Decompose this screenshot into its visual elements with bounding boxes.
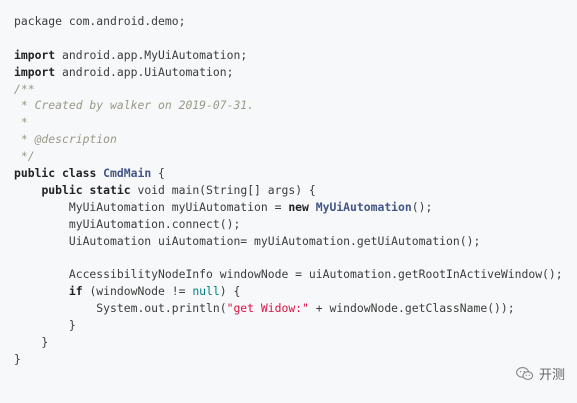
code-token: } (14, 318, 76, 333)
code-line: /** (14, 81, 577, 98)
code-token: if (68, 284, 83, 299)
code-token: android.app.MyUiAutomation; (55, 47, 248, 62)
code-line: package com.android.demo; (14, 13, 577, 30)
code-token: CmdMain (103, 166, 152, 181)
watermark: 开测 (515, 364, 565, 383)
code-line: public static void main(String[] args) { (14, 182, 577, 199)
code-token: package com.android.demo; (14, 14, 186, 28)
code-token: } (14, 351, 21, 366)
code-line: * Created by walker on 2019-07-31. (14, 97, 577, 114)
code-token: * Created by walker on 2019-07-31. (14, 98, 255, 113)
code-token: System.out.println( (14, 301, 227, 316)
code-token: MyUiAutomation (315, 199, 412, 214)
code-token: */ (14, 149, 35, 164)
code-token: import (14, 64, 56, 79)
code-line: System.out.println("get Widow:" + window… (14, 300, 577, 317)
code-token: * (14, 115, 28, 130)
code-line: ​ (14, 249, 577, 266)
code-token (309, 200, 316, 214)
code-token: /** (14, 81, 35, 96)
code-line: } (14, 317, 577, 334)
code-line: * @description (14, 131, 577, 148)
code-line: AccessibilityNodeInfo windowNode = uiAut… (14, 266, 577, 283)
code-token: { (151, 166, 165, 181)
code-token: void main(String[] args) { (130, 182, 316, 197)
code-line: import android.app.UiAutomation; (14, 64, 577, 81)
code-token: android.app.UiAutomation; (55, 64, 234, 79)
code-token: public (14, 166, 56, 181)
code-token: UiAutomation uiAutomation= myUiAutomatio… (14, 233, 481, 248)
code-token: (windowNode != (82, 284, 193, 299)
code-token: * @description (14, 132, 117, 147)
code-line: MyUiAutomation myUiAutomation = new MyUi… (14, 199, 577, 216)
watermark-text: 开测 (538, 368, 565, 383)
code-token: null (192, 284, 220, 299)
code-token: + windowNode.getClassName()); (308, 301, 515, 316)
code-token (14, 284, 69, 298)
code-token: AccessibilityNodeInfo windowNode = uiAut… (14, 267, 563, 282)
code-line: } (14, 334, 577, 351)
code-token (14, 183, 41, 197)
code-token: public (41, 182, 83, 197)
code-line: if (windowNode != null) { (14, 283, 577, 300)
code-token: import (14, 47, 56, 62)
code-line: * (14, 114, 577, 131)
code-line: } (14, 351, 577, 368)
code-token: myUiAutomation.connect(); (14, 216, 241, 231)
code-token: MyUiAutomation myUiAutomation = (14, 199, 289, 214)
code-token: "get Widow:" (226, 301, 309, 316)
code-line: ​ (14, 30, 577, 47)
code-block: package com.android.demo;​import android… (14, 13, 577, 368)
code-line: myUiAutomation.connect(); (14, 216, 577, 233)
code-token: (); (411, 199, 433, 214)
code-token (55, 166, 62, 180)
code-token: static (89, 182, 131, 197)
code-line: UiAutomation uiAutomation= myUiAutomatio… (14, 233, 577, 250)
code-line: */ (14, 148, 577, 165)
wechat-icon (516, 366, 534, 380)
code-line: public class CmdMain { (14, 165, 577, 182)
code-token: class (62, 166, 97, 181)
code-token: } (14, 334, 49, 349)
code-token: new (288, 199, 309, 214)
code-token: ) { (219, 284, 241, 299)
code-line: import android.app.MyUiAutomation; (14, 47, 577, 64)
